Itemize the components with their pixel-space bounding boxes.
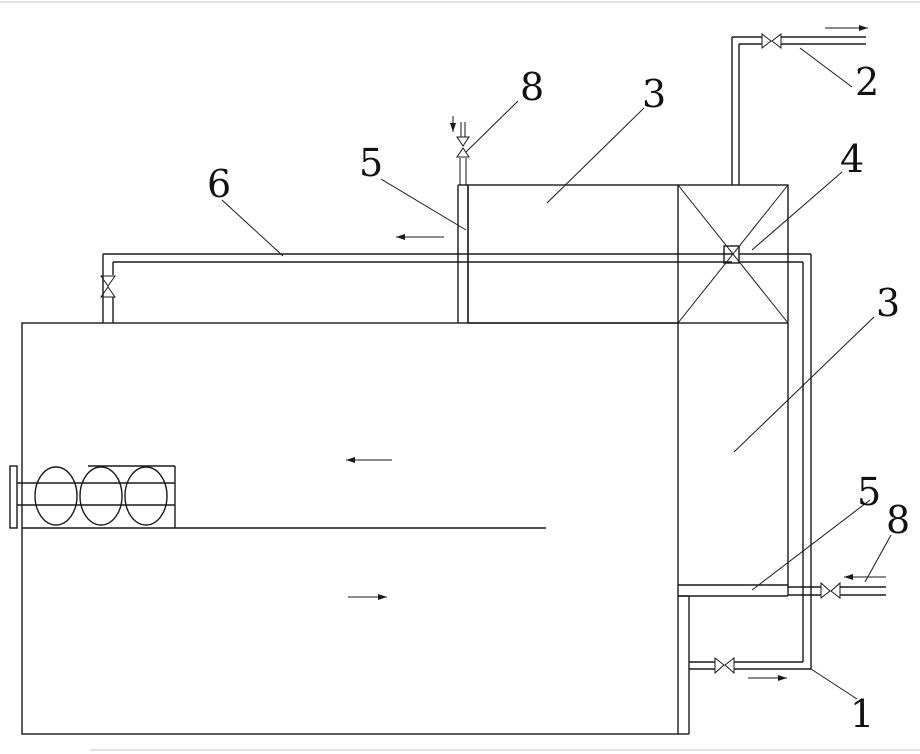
right-inlet-valve-right xyxy=(830,581,841,600)
chamber-diagonal-2 xyxy=(677,184,789,324)
rotor-assembly xyxy=(9,465,176,529)
outlet-valve-left xyxy=(761,32,772,50)
label-2: 2 xyxy=(855,60,879,104)
outlet-valve-right xyxy=(771,32,782,50)
top-inlet xyxy=(450,116,470,185)
label-8-top: 8 xyxy=(520,65,544,109)
outlet-pipe-2 xyxy=(731,32,866,185)
rotor-end-plate xyxy=(9,465,18,529)
label-8-right: 8 xyxy=(886,498,910,542)
top-inlet-valve-upper xyxy=(456,136,470,147)
label-3-right: 3 xyxy=(876,281,900,325)
label-6: 6 xyxy=(207,162,231,206)
right-inlet-valve-left xyxy=(820,581,831,600)
pipe-6-valve-lower xyxy=(100,286,116,298)
top-inlet-valve-lower xyxy=(456,147,470,158)
label-3-top: 3 xyxy=(642,72,666,116)
right-loop-pipe xyxy=(689,253,812,675)
label-5-top: 5 xyxy=(359,141,383,185)
leader-lines xyxy=(221,47,892,700)
horizontal-pipe-6 xyxy=(100,253,732,323)
label-1: 1 xyxy=(850,692,874,736)
label-5-bottom: 5 xyxy=(857,470,881,514)
rotor-disc-1 xyxy=(34,466,78,526)
right-inlet xyxy=(788,581,886,600)
label-4: 4 xyxy=(840,137,864,181)
rotor-disc-3 xyxy=(124,466,168,526)
return-valve-left xyxy=(714,656,725,675)
pipe-6-valve-upper xyxy=(100,275,116,287)
rotor-disc-2 xyxy=(79,466,123,526)
return-valve-right xyxy=(724,656,735,675)
